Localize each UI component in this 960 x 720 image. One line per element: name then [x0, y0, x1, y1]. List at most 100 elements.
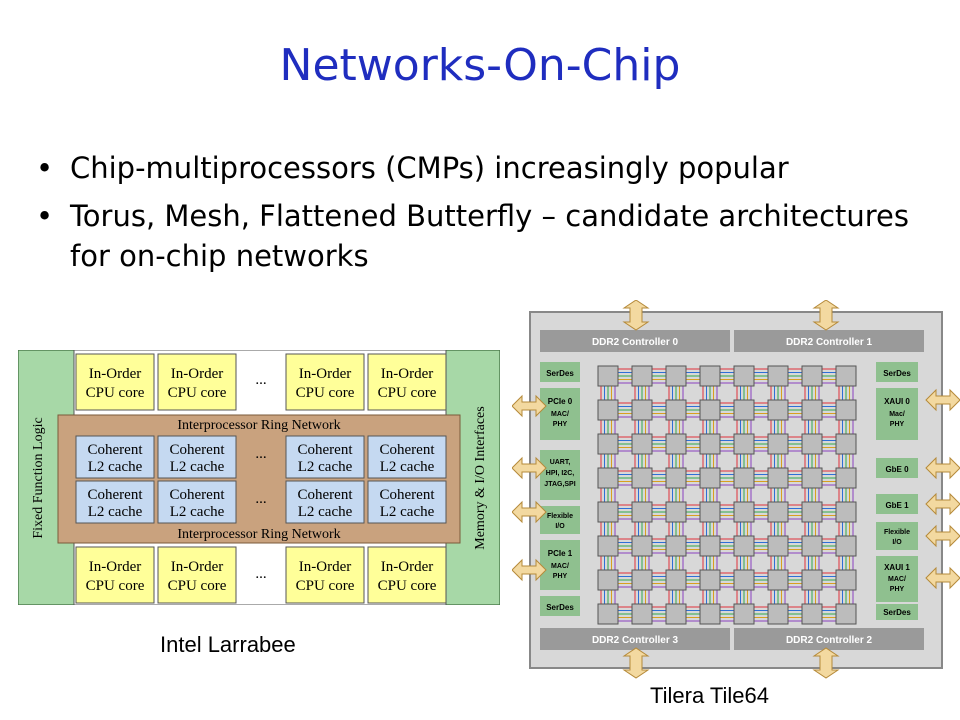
tile — [597, 433, 619, 455]
tile — [733, 365, 755, 387]
tile — [665, 399, 687, 421]
arrow-icon — [512, 394, 547, 418]
tile — [597, 467, 619, 489]
io-label: PCIe 1 — [548, 549, 573, 558]
io-label: MAC/ — [551, 563, 569, 570]
cache-text: L2 cache — [380, 504, 435, 520]
tile — [767, 603, 789, 625]
larrabee-caches — [75, 435, 447, 524]
tile — [665, 365, 687, 387]
core-text: In-Order — [299, 366, 351, 382]
io-label: UART, — [550, 459, 571, 466]
tile — [597, 501, 619, 523]
core-text: In-Order — [299, 559, 351, 575]
tile — [699, 433, 721, 455]
tile — [631, 365, 653, 387]
cache-block — [367, 435, 447, 479]
io-label: MAC/ — [551, 411, 569, 418]
tile — [767, 433, 789, 455]
cache-text: Coherent — [380, 442, 436, 458]
tile — [835, 467, 857, 489]
cache-text: Coherent — [170, 442, 226, 458]
cache-text: L2 cache — [170, 504, 225, 520]
tile — [733, 399, 755, 421]
bullet-item: • Torus, Mesh, Flattened Butterfly – can… — [36, 196, 936, 276]
arrow-icon — [512, 558, 547, 582]
tile — [801, 399, 823, 421]
io-block — [540, 450, 580, 500]
io-block — [876, 556, 918, 602]
ellipsis: ... — [255, 491, 266, 507]
ddr-controller — [540, 330, 730, 352]
cache-block — [285, 480, 365, 524]
io-block — [876, 604, 918, 620]
io-label: SerDes — [546, 369, 574, 378]
io-block — [876, 362, 918, 382]
larrabee-top-cores — [75, 353, 447, 411]
ddr-controller — [734, 330, 924, 352]
core-text: In-Order — [381, 366, 433, 382]
ring-label-top: Interprocessor Ring Network — [177, 418, 340, 433]
cache-block — [75, 480, 155, 524]
tile — [699, 501, 721, 523]
tile — [733, 603, 755, 625]
slide-title: Networks-On-Chip — [279, 40, 681, 91]
tile — [801, 603, 823, 625]
io-block — [876, 458, 918, 478]
ddr-label: DDR2 Controller 0 — [592, 337, 679, 348]
tilera-caption: Tilera Tile64 — [650, 683, 770, 708]
tile — [665, 433, 687, 455]
io-label: Flexible — [547, 513, 573, 520]
tile — [733, 535, 755, 557]
cache-text: Coherent — [298, 442, 354, 458]
io-label: I/O — [555, 523, 565, 530]
io-label: JTAG,SPI — [544, 481, 575, 488]
tile — [767, 399, 789, 421]
ddr-controller — [734, 628, 924, 650]
tile — [631, 399, 653, 421]
tile — [835, 399, 857, 421]
larrabee-diagram: Fixed Function Logic Memory & I/O Interf… — [18, 350, 500, 605]
tile — [835, 501, 857, 523]
larrabee-ring-band — [57, 414, 461, 544]
io-arrows — [512, 300, 960, 679]
tile — [801, 365, 823, 387]
core-text: CPU core — [86, 578, 145, 594]
tile — [801, 467, 823, 489]
io-block — [876, 494, 918, 514]
io-label: I/O — [892, 539, 902, 546]
core-text: CPU core — [168, 578, 227, 594]
io-label: PHY — [890, 586, 905, 593]
ellipsis: ... — [255, 372, 266, 388]
ddr-label: DDR2 Controller 3 — [592, 635, 679, 646]
cache-text: Coherent — [88, 442, 144, 458]
io-label: HPI, I2C, — [546, 470, 574, 477]
arrow-icon — [622, 647, 650, 679]
bullet-dot: • — [36, 199, 54, 233]
bullet-dot: • — [36, 151, 54, 185]
core-block — [285, 353, 365, 411]
io-label: XAUI 0 — [884, 397, 910, 406]
tile — [767, 467, 789, 489]
tile — [699, 365, 721, 387]
io-block — [540, 388, 580, 440]
tile — [733, 501, 755, 523]
io-block — [540, 540, 580, 590]
arrow-icon — [512, 456, 547, 480]
cache-text: L2 cache — [298, 504, 353, 520]
core-block — [285, 546, 365, 604]
tile — [631, 603, 653, 625]
io-label: GbE 1 — [885, 501, 909, 510]
bullet-text: Chip-multiprocessors (CMPs) increasingly… — [70, 151, 789, 185]
tile — [835, 433, 857, 455]
core-text: CPU core — [378, 385, 437, 401]
io-block — [876, 522, 918, 550]
core-text: In-Order — [381, 559, 433, 575]
bullet-item: • Chip-multiprocessors (CMPs) increasing… — [36, 148, 936, 188]
io-block — [540, 596, 580, 616]
tile — [835, 569, 857, 591]
io-label: PHY — [890, 421, 905, 428]
tile — [767, 501, 789, 523]
tile — [631, 535, 653, 557]
cache-text: L2 cache — [88, 459, 143, 475]
